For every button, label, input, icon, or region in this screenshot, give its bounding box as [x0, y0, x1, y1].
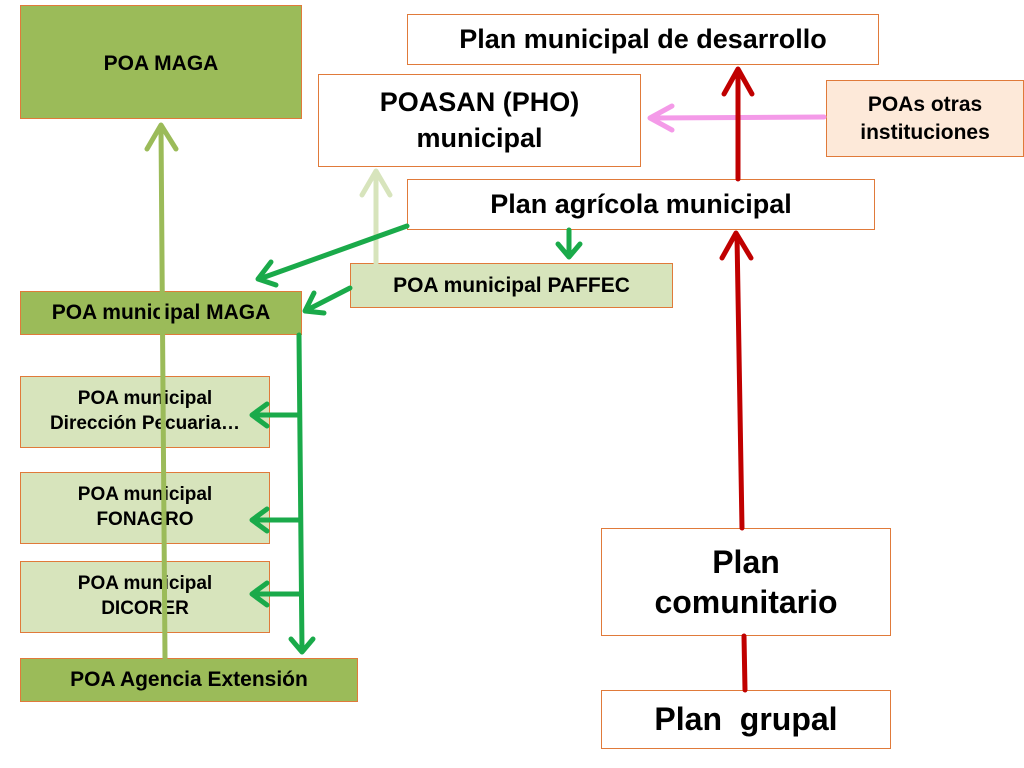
fonagro-label-line1: POA municipal [77, 484, 213, 506]
plan-grupal-label: Plan grupal [654, 700, 838, 737]
dicorer-label-line1: POA municipal [77, 573, 213, 595]
poas-otras-instituciones-box: POAs otras instituciones [826, 80, 1024, 157]
plan-agricola-box: Plan agrícola municipal [407, 179, 875, 230]
pecuaria-label-line2: Dirección Pecuaria… [49, 413, 241, 434]
arrow-paffec-to-municipal-maga [302, 285, 353, 316]
arrow-paffec-to-poasan [359, 168, 393, 266]
plan-municipal-desarrollo-label: Plan municipal de desarrollo [459, 23, 827, 54]
poa-fonagro-box: POA municipal FONAGRO [20, 472, 270, 544]
arrow-plan-agricola-to-municipal-maga [255, 223, 410, 288]
poa-paffec-box: POA municipal PAFFEC [350, 263, 673, 308]
poasan-label-line1: POASAN (PHO) [379, 87, 580, 118]
arrow-plan-agricola-to-paffec [555, 227, 583, 260]
poa-paffec-label: POA municipal PAFFEC [393, 273, 630, 297]
fonagro-label-line2: FONAGRO [96, 509, 194, 530]
plan-comunitario-label-line1: Plan [712, 544, 780, 580]
plan-agricola-label: Plan agrícola municipal [490, 188, 792, 219]
arrow-plan-grupal-upward [719, 66, 755, 693]
arrow-to-fonagro [249, 506, 302, 534]
poa-agencia-label: POA Agencia Extensión [70, 668, 308, 692]
poasan-box: POASAN (PHO) municipal [318, 74, 641, 167]
arrow-to-pecuaria [249, 401, 302, 429]
plan-municipal-desarrollo-box: Plan municipal de desarrollo [407, 14, 879, 65]
poa-maga-box: POA MAGA [20, 5, 302, 119]
poa-dicorer-box: POA municipal DICORER [20, 561, 270, 633]
poasan-label-line2: municipal [416, 122, 543, 153]
poa-pecuaria-box: POA municipal Dirección Pecuaria… [20, 376, 270, 448]
poas-otras-label-line1: POAs otras [867, 93, 983, 117]
poa-agencia-extension-box: POA Agencia Extensión [20, 658, 358, 702]
pecuaria-label-line1: POA municipal [77, 388, 213, 410]
arrow-to-dicorer [249, 580, 302, 608]
plan-grupal-box: Plan grupal [601, 690, 891, 749]
arrow-municipal-maga-to-agencia [288, 332, 316, 655]
arrow-agencia-to-poa-maga [144, 122, 179, 661]
poas-otras-label-line2: instituciones [860, 120, 990, 144]
poa-maga-label: POA MAGA [103, 52, 219, 75]
plan-comunitario-label-line2: comunitario [654, 584, 838, 620]
